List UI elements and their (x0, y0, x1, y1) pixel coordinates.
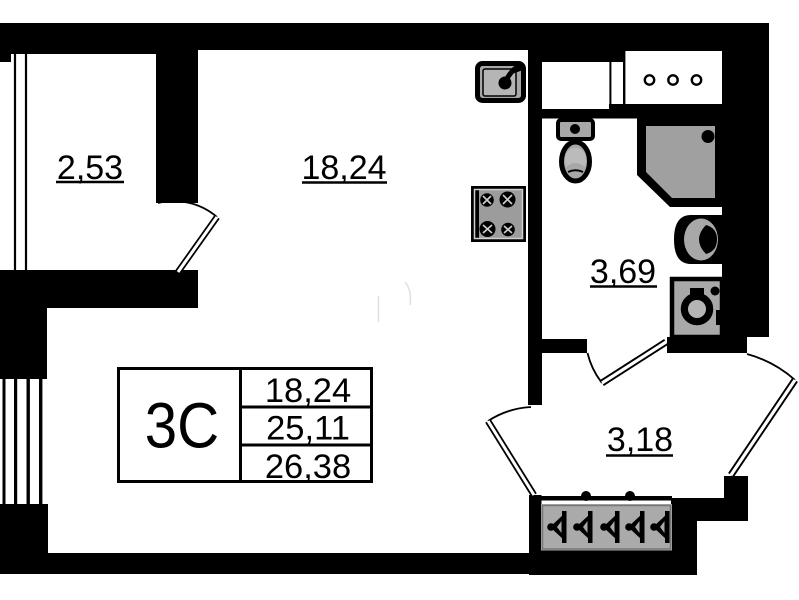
svg-text:25,11: 25,11 (266, 410, 350, 448)
svg-text:18,24: 18,24 (301, 149, 386, 187)
svg-text:3,69: 3,69 (590, 253, 656, 291)
svg-text:2,53: 2,53 (57, 149, 123, 187)
svg-text:26,38: 26,38 (265, 448, 351, 486)
svg-text:3,18: 3,18 (607, 421, 673, 459)
svg-text:3С: 3С (145, 390, 219, 461)
svg-text:18,24: 18,24 (265, 372, 351, 410)
